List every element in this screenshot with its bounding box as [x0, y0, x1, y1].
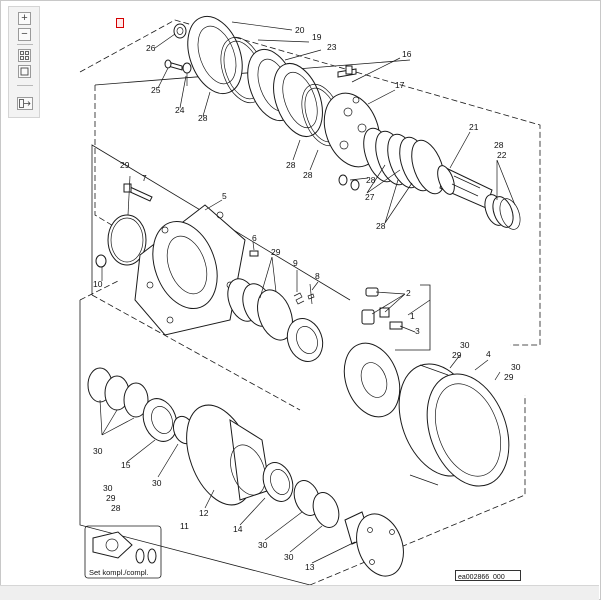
drawing-reference-code: ea002866_000 [458, 574, 505, 581]
plus-icon: + [21, 12, 28, 24]
callout-3: 3 [415, 326, 420, 336]
selected-item-marker[interactable] [116, 18, 124, 28]
part-28-disc-pack [363, 127, 445, 195]
actual-size-icon [20, 67, 29, 76]
callout-5: 5 [222, 191, 227, 201]
callout-7: 7 [142, 173, 147, 183]
callout-28: 28 [198, 113, 208, 123]
callout-4: 4 [486, 349, 491, 359]
fit-page-icon [20, 51, 29, 60]
callout-20: 20 [295, 25, 305, 35]
part-24-pin [182, 62, 192, 86]
callout-30: 30 [103, 483, 113, 493]
callout-21: 21 [469, 122, 479, 132]
callout-15: 15 [121, 460, 131, 470]
export-button[interactable] [17, 97, 33, 110]
callout-10: 10 [93, 279, 103, 289]
part-26-nut [173, 23, 187, 39]
minus-icon: − [21, 28, 28, 40]
callout-22: 22 [497, 150, 507, 160]
fit-page-button[interactable] [18, 49, 31, 62]
drawing-reference-box [455, 570, 521, 581]
callout-30: 30 [152, 478, 162, 488]
horizontal-scrollbar[interactable] [0, 585, 599, 600]
callout-28: 28 [376, 221, 386, 231]
callout-28: 28 [286, 160, 296, 170]
part-8-pin [307, 283, 315, 305]
set-kit-box: Set kompl./compl. [84, 525, 162, 579]
export-icon [19, 99, 31, 108]
zoom-in-button[interactable]: + [18, 12, 31, 25]
callout-2: 2 [406, 288, 411, 298]
callout-8: 8 [315, 271, 320, 281]
callout-11: 11 [180, 521, 189, 531]
callout-28: 28 [494, 140, 504, 150]
actual-size-button[interactable] [18, 65, 31, 78]
part-29-oring-left [107, 214, 147, 266]
callout-1: 1 [410, 311, 415, 321]
callout-29: 29 [452, 350, 462, 360]
part-6-pin [249, 250, 259, 257]
part-3-clip [389, 321, 403, 330]
part-30-ring-left [87, 367, 149, 418]
part-piston [286, 318, 324, 362]
callout-labels: 26 25 24 28 20 19 23 16 17 21 28 22 28 2… [93, 25, 521, 572]
leader-lines [99, 21, 516, 564]
callout-17: 17 [395, 80, 405, 90]
part-planet-carrier [343, 342, 401, 418]
callout-24: 24 [175, 105, 185, 115]
part-12-hub [186, 404, 271, 506]
part-2-fittings [361, 287, 390, 325]
part-29-oring-mid [227, 278, 293, 341]
callout-13: 13 [305, 562, 315, 572]
callout-28: 28 [111, 503, 121, 513]
part-22-spring-rings [484, 194, 521, 230]
bracket-lines-right [395, 284, 431, 351]
callout-23: 23 [327, 42, 337, 52]
part-30-ring-lower [293, 480, 340, 528]
callout-30: 30 [93, 446, 103, 456]
part-9-spring [293, 292, 305, 305]
toolbar-divider [17, 44, 33, 45]
part-4-ring-gear [398, 363, 510, 487]
zoom-out-button[interactable]: − [18, 28, 31, 41]
set-kit-caption: Set kompl./compl. [89, 568, 149, 577]
callout-25: 25 [151, 85, 161, 95]
assembly-outline-middle [91, 144, 351, 411]
callout-6: 6 [252, 233, 257, 243]
callout-27: 27 [365, 192, 375, 202]
callout-28: 28 [303, 170, 313, 180]
callout-29: 29 [106, 493, 116, 503]
toolbar-divider [17, 85, 33, 86]
part-13-flange-shaft [344, 511, 404, 577]
part-20-cover [187, 15, 243, 95]
part-10-nut [95, 254, 107, 268]
callout-14: 14 [233, 524, 243, 534]
callout-28: 28 [366, 175, 376, 185]
callout-19: 19 [312, 32, 322, 42]
part-23-plate [273, 63, 323, 137]
callout-30: 30 [284, 552, 294, 562]
callout-12: 12 [199, 508, 209, 518]
part-18-bolt [337, 65, 357, 78]
callout-30: 30 [460, 340, 470, 350]
part-21-shaft [437, 165, 493, 209]
part-14-bearing [262, 462, 294, 502]
part-5-housing [134, 204, 246, 336]
callout-16: 16 [402, 49, 412, 59]
part-27-washer [338, 174, 360, 191]
callout-26: 26 [146, 43, 156, 53]
part-25-screw [164, 59, 183, 71]
part-7-bolt [123, 183, 153, 202]
callout-30: 30 [511, 362, 521, 372]
part-15-bearing [142, 398, 178, 442]
callout-9: 9 [293, 258, 298, 268]
callout-30: 30 [258, 540, 268, 550]
callout-29: 29 [120, 160, 130, 170]
callout-29: 29 [504, 372, 514, 382]
callout-29: 29 [271, 247, 281, 257]
viewer-toolbar: + − [8, 6, 40, 118]
